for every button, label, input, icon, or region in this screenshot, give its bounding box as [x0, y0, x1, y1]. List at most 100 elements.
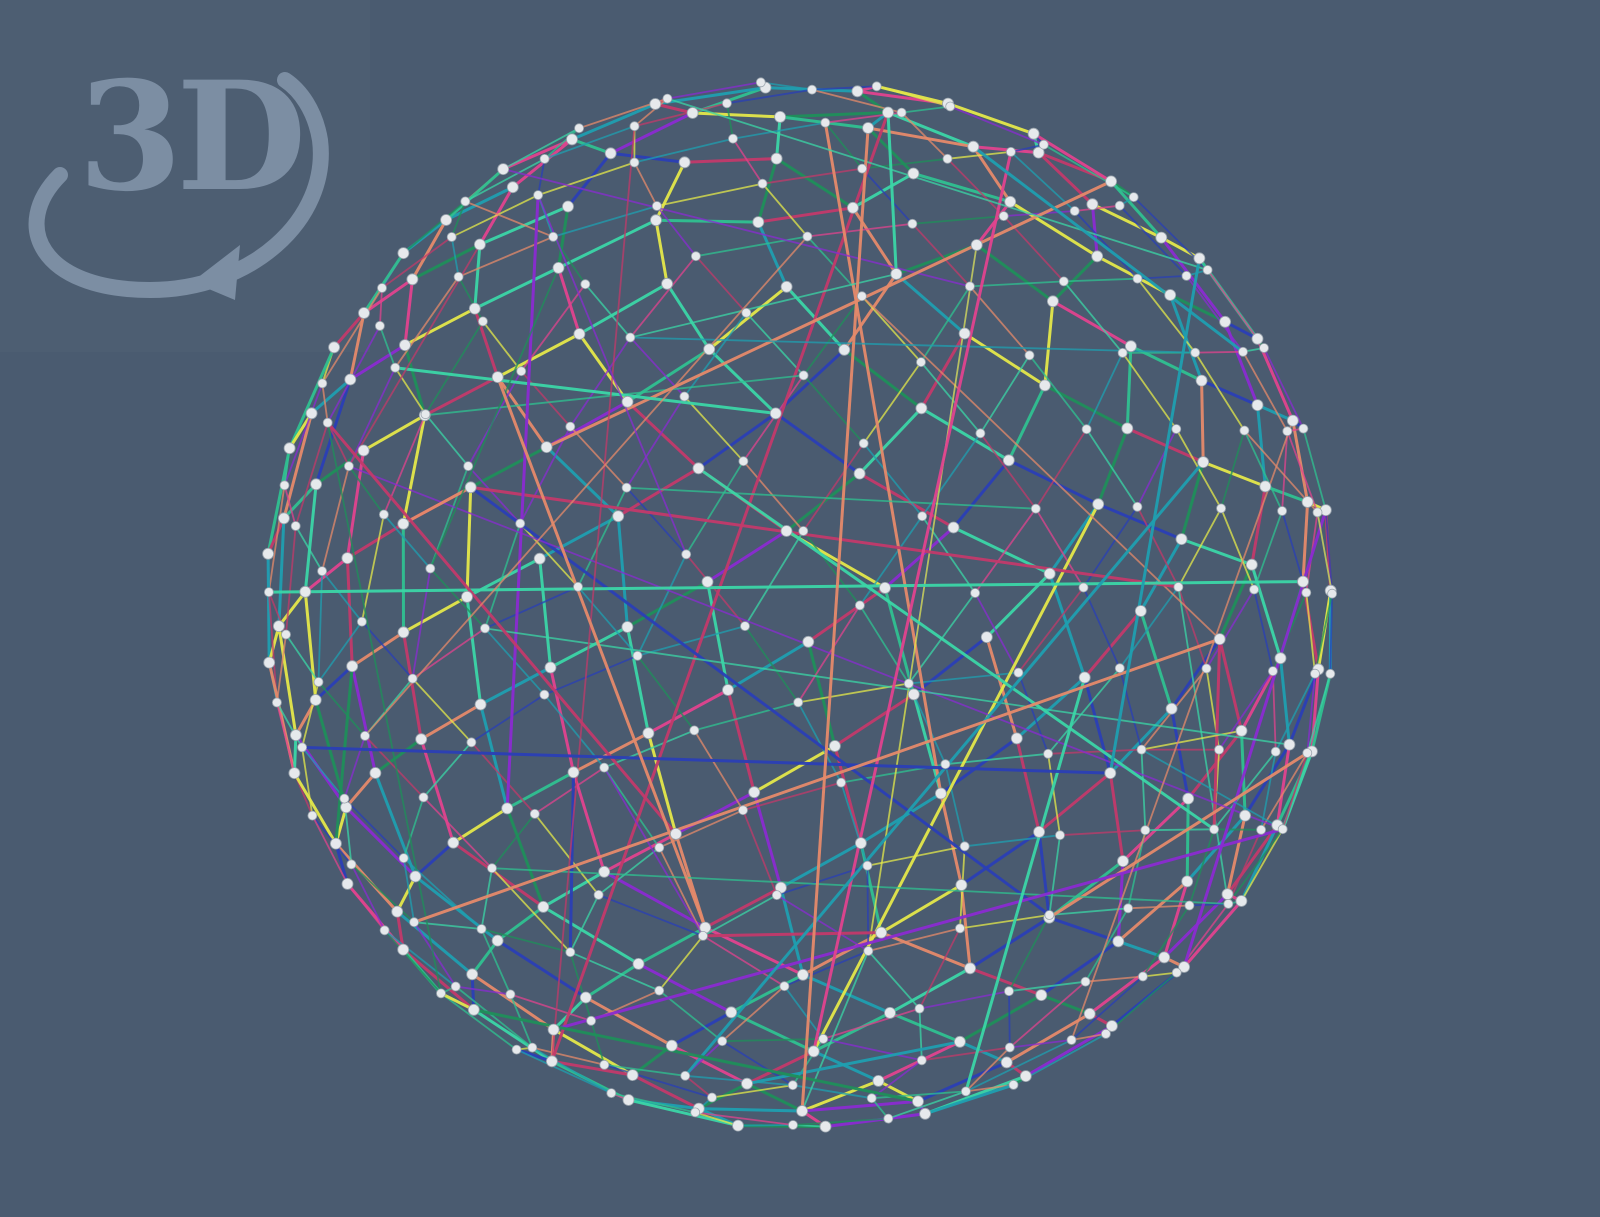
edge — [783, 985, 824, 1040]
edge — [1052, 299, 1132, 348]
vertex-node — [1010, 732, 1023, 745]
vertex-node — [436, 988, 446, 999]
vertex-node — [360, 731, 370, 741]
vertex-node — [1104, 767, 1117, 779]
edge — [1048, 573, 1087, 678]
edge — [450, 236, 460, 277]
vertex-node — [358, 307, 370, 319]
edge — [362, 413, 426, 452]
edge — [1108, 772, 1125, 862]
edge — [912, 215, 1004, 225]
edge — [520, 283, 587, 372]
vertex-node — [415, 733, 428, 746]
vertex-node — [975, 428, 986, 439]
edge — [1008, 991, 1011, 1048]
vertex-node — [955, 879, 968, 891]
vertex-node — [967, 140, 980, 153]
vertex-node — [328, 341, 341, 354]
edge — [603, 870, 706, 929]
vertex-node — [883, 1113, 894, 1124]
edge — [538, 558, 552, 668]
edge — [775, 116, 782, 159]
vertex-node — [1134, 605, 1147, 617]
edge — [1043, 143, 1135, 198]
3d-view-badge[interactable]: 3D — [0, 0, 370, 352]
edge — [840, 782, 869, 866]
vertex-node — [779, 981, 790, 992]
vertex-node — [460, 196, 471, 207]
vertex-node — [866, 1093, 877, 1104]
edge — [972, 145, 1244, 353]
vertex-node — [780, 525, 793, 537]
vertex-node — [961, 1086, 971, 1097]
vertex-node — [625, 332, 636, 343]
vertex-node — [453, 271, 464, 282]
edge — [348, 465, 385, 516]
edge — [283, 485, 297, 527]
edge — [1260, 751, 1277, 830]
edge — [346, 522, 405, 560]
vertex-node — [476, 924, 487, 934]
edge — [1220, 430, 1246, 509]
edge — [806, 641, 837, 747]
vertex-node — [567, 766, 580, 779]
edge — [413, 637, 1221, 924]
edge — [1015, 676, 1086, 740]
vertex-node — [341, 552, 354, 564]
vertex-node — [690, 1107, 701, 1118]
edge — [604, 1063, 713, 1099]
edge — [311, 815, 349, 885]
vertex-node — [964, 962, 976, 975]
edge — [1141, 729, 1242, 751]
edge — [445, 185, 514, 222]
vertex-node — [1081, 424, 1092, 435]
edge — [412, 627, 486, 680]
edge — [1084, 907, 1129, 983]
edge — [952, 459, 1010, 529]
edge — [746, 1040, 961, 1086]
vertex-node — [1286, 414, 1299, 427]
vertex-node — [343, 461, 354, 472]
vertex-node — [1249, 584, 1259, 595]
vertex-node — [473, 238, 486, 251]
edge — [797, 701, 842, 784]
edge — [379, 287, 383, 326]
vertex-node — [1114, 663, 1125, 674]
vertex-node — [480, 623, 490, 634]
rotate-arrow-icon — [28, 72, 329, 300]
edge — [424, 320, 484, 415]
vertex-node — [858, 438, 869, 449]
vertex-node — [527, 1042, 538, 1053]
edge — [531, 1046, 612, 1094]
vertex-node — [346, 660, 359, 673]
edge — [1272, 671, 1277, 752]
vertex-node — [879, 582, 891, 594]
edge — [629, 255, 697, 339]
vertex-node — [686, 107, 699, 119]
vertex-node — [1195, 374, 1208, 387]
vertex-node — [322, 417, 333, 428]
edge — [858, 407, 923, 475]
edge — [626, 400, 700, 470]
edge — [1009, 200, 1098, 258]
edge — [288, 346, 336, 449]
vertex-node — [501, 802, 514, 815]
edge — [944, 763, 966, 847]
edge — [965, 1046, 1011, 1093]
vertex-node — [955, 923, 965, 934]
edge — [348, 367, 397, 467]
edge — [1214, 828, 1262, 831]
edge — [702, 935, 785, 987]
vertex-node — [780, 280, 793, 293]
edge — [625, 626, 650, 734]
edge — [429, 567, 486, 630]
edge — [979, 432, 1037, 510]
edge — [1009, 1039, 1072, 1049]
vertex-node — [959, 841, 970, 852]
edge — [1194, 352, 1246, 431]
edge — [326, 325, 381, 424]
vertex-node — [689, 725, 700, 736]
edge — [402, 595, 468, 634]
edge — [1035, 428, 1088, 510]
